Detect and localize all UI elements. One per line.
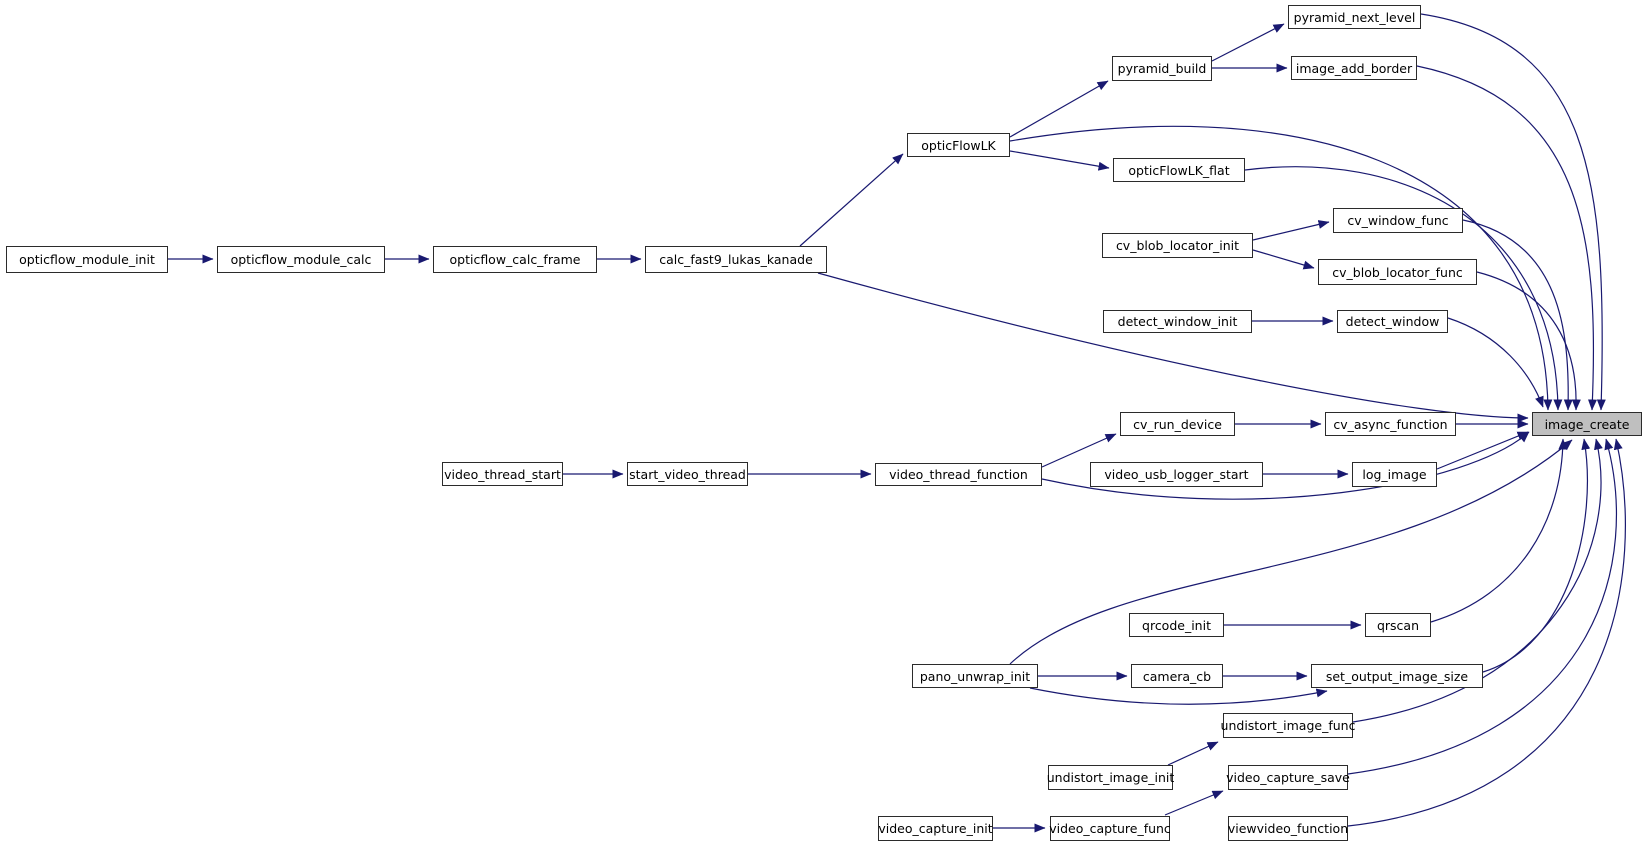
node-camera_cb[interactable]: camera_cb	[1131, 664, 1223, 688]
node-pyramid_next_level[interactable]: pyramid_next_level	[1288, 5, 1421, 29]
edge-pano_unwrap_init-to-set_output_image_size	[1029, 687, 1328, 705]
node-video_thread_start[interactable]: video_thread_start	[442, 462, 563, 486]
edge-undistort_image_func-to-image_create	[1352, 438, 1603, 723]
edge-video_capture_func-to-video_capture_save	[1164, 790, 1224, 816]
edge-detect_window-to-image_create	[1447, 317, 1544, 408]
node-pyramid_build[interactable]: pyramid_build	[1112, 56, 1212, 81]
node-image_create[interactable]: image_create	[1532, 412, 1642, 436]
edge-opticFlowLK_flat-to-image_create	[1244, 166, 1563, 411]
node-detect_window_init[interactable]: detect_window_init	[1103, 310, 1252, 333]
edge-cv_blob_locator_init-to-cv_window_func	[1252, 220, 1330, 241]
edge-opticFlowLK-to-image_create	[1009, 125, 1553, 411]
edge-cv_window_func-to-image_create	[1462, 219, 1573, 411]
edge-cv_blob_locator_func-to-image_create	[1476, 271, 1581, 411]
node-opticflow_module_init[interactable]: opticflow_module_init	[6, 246, 168, 273]
edge-qrscan-to-image_create	[1430, 438, 1568, 623]
node-opticFlowLK[interactable]: opticFlowLK	[907, 133, 1010, 157]
edge-opticFlowLK-to-opticFlowLK_flat	[1009, 150, 1110, 171]
node-qrcode_init[interactable]: qrcode_init	[1129, 613, 1224, 637]
node-detect_window[interactable]: detect_window	[1337, 310, 1448, 333]
node-log_image[interactable]: log_image	[1352, 462, 1437, 487]
node-video_capture_func[interactable]: video_capture_func	[1049, 816, 1171, 841]
node-opticflow_module_calc[interactable]: opticflow_module_calc	[217, 246, 385, 273]
node-cv_window_func[interactable]: cv_window_func	[1333, 208, 1463, 233]
node-cv_blob_locator_func[interactable]: cv_blob_locator_func	[1318, 259, 1477, 285]
edge-cv_blob_locator_init-to-cv_blob_locator_func	[1252, 249, 1315, 270]
edge-undistort_image_init-to-undistort_image_func	[1167, 741, 1219, 766]
edge-opticFlowLK-to-pyramid_build	[1009, 80, 1109, 138]
edge-log_image-to-image_create	[1436, 431, 1529, 470]
edge-pano_unwrap_init-to-image_create	[1009, 439, 1573, 665]
edge-viewvideo_function-to-image_create	[1347, 438, 1626, 827]
edge-video_capture_save-to-image_create	[1347, 438, 1617, 775]
node-set_output_image_size[interactable]: set_output_image_size	[1311, 664, 1483, 688]
node-video_capture_save[interactable]: video_capture_save	[1226, 765, 1350, 790]
node-cv_async_function[interactable]: cv_async_function	[1325, 412, 1456, 436]
node-cv_blob_locator_init[interactable]: cv_blob_locator_init	[1102, 233, 1253, 258]
edge-video_thread_function-to-cv_run_device	[1041, 433, 1117, 468]
node-opticflow_calc_frame[interactable]: opticflow_calc_frame	[433, 246, 597, 273]
edge-pyramid_next_level-to-image_create	[1420, 13, 1606, 411]
node-calc_fast9_lukas_kanade[interactable]: calc_fast9_lukas_kanade	[645, 246, 827, 273]
node-video_thread_function[interactable]: video_thread_function	[875, 463, 1042, 486]
node-viewvideo_function[interactable]: viewvideo_function	[1228, 816, 1348, 841]
node-undistort_image_init[interactable]: undistort_image_init	[1047, 765, 1174, 790]
node-image_add_border[interactable]: image_add_border	[1291, 56, 1417, 80]
edge-calc_fast9_lukas_kanade-to-image_create	[817, 272, 1529, 423]
edge-pyramid_build-to-pyramid_next_level	[1211, 23, 1285, 62]
node-start_video_thread[interactable]: start_video_thread	[627, 462, 748, 486]
node-video_capture_init[interactable]: video_capture_init	[878, 816, 993, 841]
edge-video_thread_function-to-image_create	[1041, 431, 1530, 500]
edge-image_add_border-to-image_create	[1416, 65, 1597, 411]
edge-calc_fast9_lukas_kanade-to-opticFlowLK	[799, 153, 904, 247]
node-qrscan[interactable]: qrscan	[1365, 613, 1431, 637]
node-pano_unwrap_init[interactable]: pano_unwrap_init	[912, 664, 1038, 688]
node-undistort_image_func[interactable]: undistort_image_func	[1221, 713, 1355, 738]
node-cv_run_device[interactable]: cv_run_device	[1120, 412, 1235, 436]
node-video_usb_logger_start[interactable]: video_usb_logger_start	[1090, 462, 1263, 487]
node-opticFlowLK_flat[interactable]: opticFlowLK_flat	[1113, 158, 1245, 182]
